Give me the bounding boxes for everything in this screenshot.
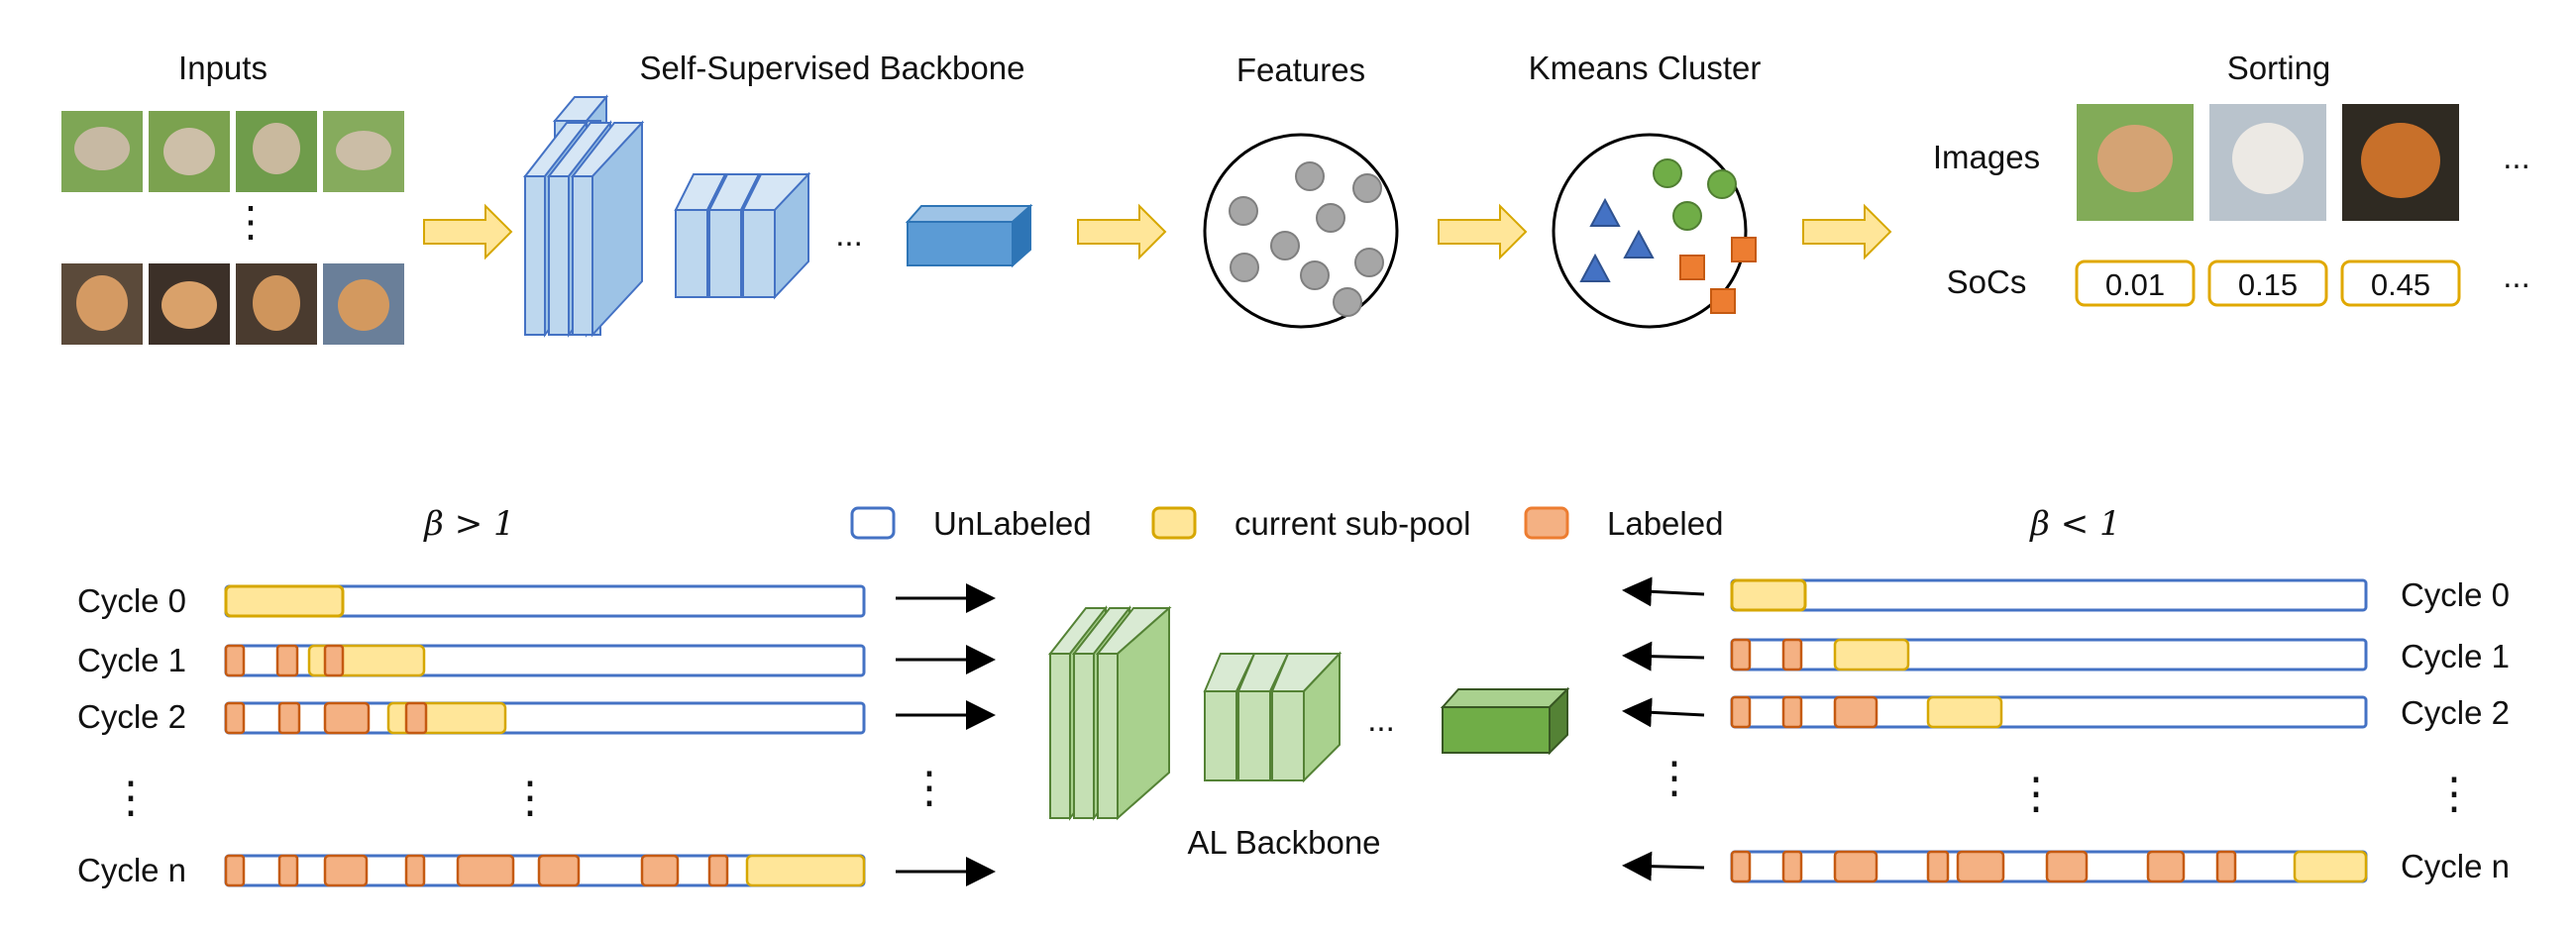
cycle-label: Cycle 2 [2401,694,2510,731]
soc-value: 0.01 [2105,267,2165,302]
ssl-feature-block [905,203,1033,268]
al-backbone-block-medium [1203,651,1342,783]
al-feature-block [1440,686,1570,756]
right-pool-bar-cycle-2 [1730,695,2368,729]
left-pool-bar-cycle-2 [224,701,866,735]
beta-lt-label: β < 1 [2028,504,2120,544]
svg-text:⋮: ⋮ [2014,770,2058,818]
left-pool-bar-cycle-n [224,854,866,887]
cluster-circles [1653,158,1737,231]
svg-text:⋮: ⋮ [908,764,951,812]
legend-swatch-unlabeled [850,506,896,540]
cluster-triangles [1579,197,1655,282]
flow-arrow [423,203,513,260]
soc-boxes: 0.01 0.15 0.45 [2075,259,2461,307]
right-arrows [1622,576,1705,881]
left-pool-bar-cycle-1 [224,644,866,677]
features-circle [1203,133,1399,329]
legend-swatch-subpool [1151,506,1197,540]
socs-label: SoCs [1947,263,2027,300]
cycle-label: Cycle 2 [77,698,186,735]
al-backbone-ellipsis: ... [1367,701,1395,738]
cycle-label: Cycle 0 [77,582,186,619]
input-images-bottom-row [61,263,404,345]
soc-box [2340,259,2461,307]
svg-text:⋮: ⋮ [2432,770,2476,818]
kmeans-label: Kmeans Cluster [1529,50,1762,86]
al-backbone-label: AL Backbone [1187,824,1380,861]
backbone-label: Self-Supervised Backbone [640,50,1025,86]
right-vdots: ⋮ ⋮ ⋮ [1653,754,2476,818]
images-ellipsis: ... [2503,139,2530,175]
legend-swatch-labeled [1524,506,1569,540]
left-vdots: ⋮ ⋮ ⋮ [109,764,951,822]
cluster-squares [1679,237,1757,314]
svg-text:⋮: ⋮ [508,774,552,822]
ssl-backbone-block-medium [674,171,811,300]
beta-gt-label: β > 1 [422,504,514,544]
inputs-label: Inputs [178,50,268,86]
left-cycle-labels: Cycle 0 Cycle 1 Cycle 2 Cycle n [77,582,186,888]
legend: UnLabeled current sub-pool Labeled [850,505,1723,542]
svg-text:⋮: ⋮ [1653,754,1696,802]
soc-value: 0.45 [2371,267,2430,302]
cycle-label: Cycle n [2401,848,2510,884]
cycle-label: Cycle 1 [77,642,186,678]
feature-dots [1229,161,1384,317]
legend-labeled: Labeled [1607,505,1723,542]
left-arrows [896,583,996,886]
right-pool-bar-cycle-1 [1730,638,2368,672]
soc-value: 0.15 [2238,267,2298,302]
legend-subpool: current sub-pool [1234,505,1470,542]
left-pool-bar-cycle-0 [224,584,866,618]
right-pool-bar-cycle-0 [1730,578,2368,612]
flow-arrow [1438,203,1528,260]
images-label: Images [1933,139,2040,175]
inputs-vdots: ⋮ [230,198,271,245]
cycle-label: Cycle n [77,852,186,888]
backbone-ellipsis: ... [835,216,863,253]
right-cycle-labels: Cycle 0 Cycle 1 Cycle 2 Cycle n [2401,576,2510,884]
input-images-top-row [61,111,404,192]
cycle-label: Cycle 0 [2401,576,2510,613]
soc-box [2075,259,2196,307]
right-pool-bar-cycle-n [1730,850,2368,883]
sorting-label: Sorting [2227,50,2331,86]
legend-unlabeled: UnLabeled [933,505,1092,542]
ssl-backbone-slabs [522,120,645,338]
svg-text:⋮: ⋮ [109,774,153,822]
soc-box [2207,259,2328,307]
socs-ellipsis: ... [2503,258,2530,294]
al-backbone-block-large [1047,605,1172,821]
cycle-label: Cycle 1 [2401,638,2510,674]
features-label: Features [1236,52,1365,88]
flow-arrow [1077,203,1167,260]
sorted-images [2077,104,2459,221]
flow-arrow [1802,203,1892,260]
